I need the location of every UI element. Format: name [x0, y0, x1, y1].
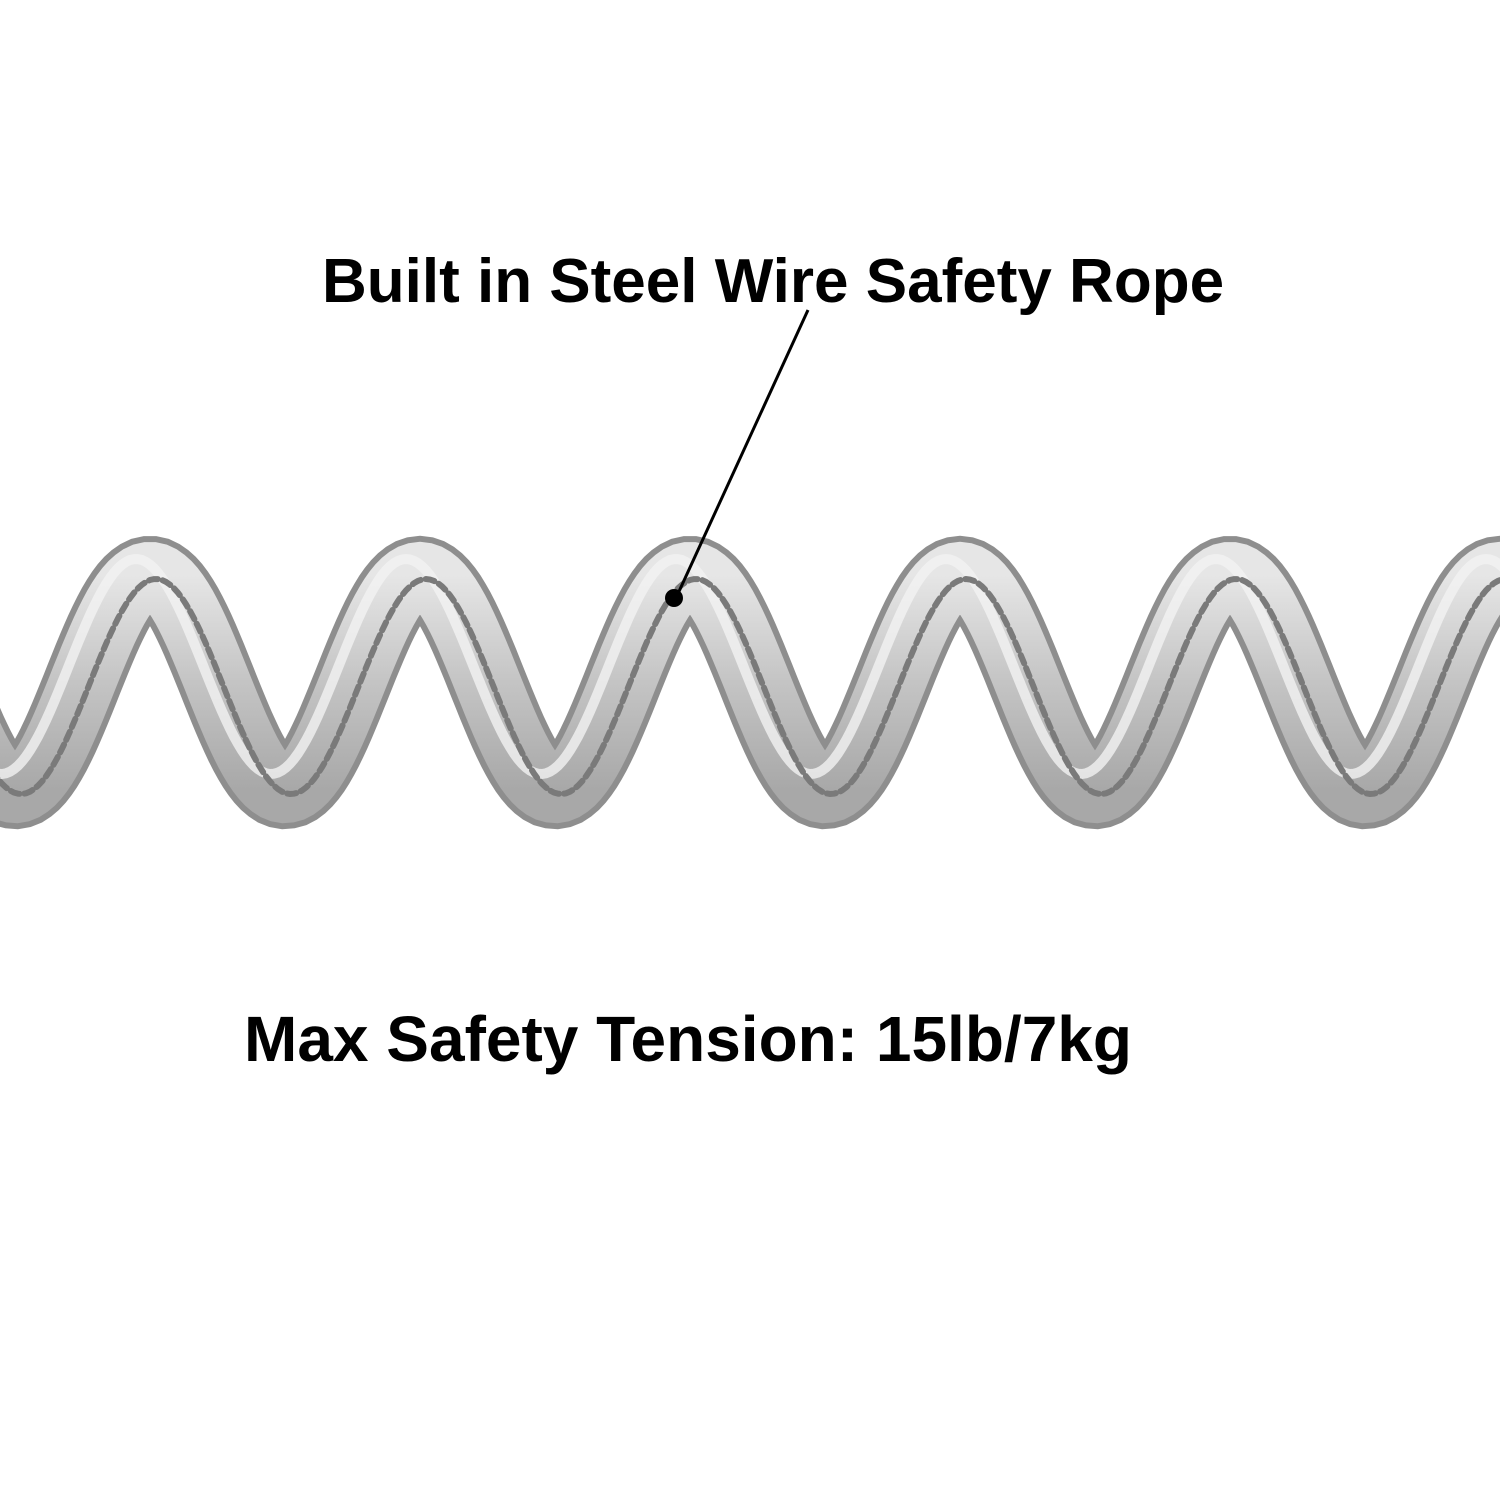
callout-pointer-icon — [665, 309, 810, 607]
coil-spiral — [0, 535, 1500, 830]
max-tension-spec-label: Max Safety Tension: 15lb/7kg — [244, 1003, 1132, 1075]
feature-callout-label: Built in Steel Wire Safety Rope — [322, 247, 1225, 316]
